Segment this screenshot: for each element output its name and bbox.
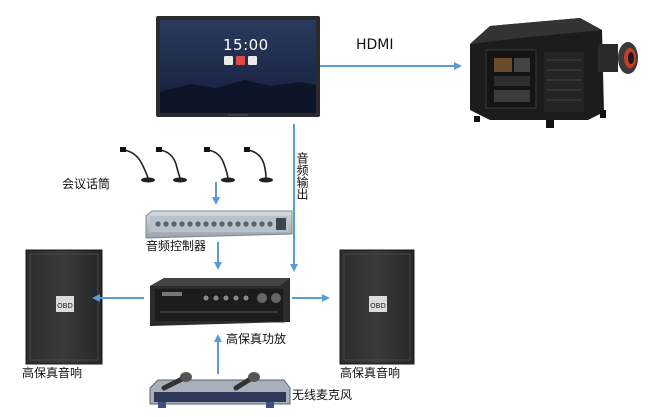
hdmi-label: HDMI	[356, 37, 394, 53]
gooseneck-mic-icon	[120, 147, 273, 183]
svg-text:OBD: OBD	[370, 302, 386, 310]
wireless-mic-label: 无线麦克风	[292, 388, 353, 402]
speaker-icon: OBD	[339, 249, 415, 365]
screen-clock: 15:00	[223, 36, 269, 54]
wireless-mic-icon	[149, 372, 291, 408]
amplifier-icon	[150, 278, 290, 326]
right-speaker-label: 高保真音响	[340, 366, 401, 380]
audio-output-label: 音频输出	[295, 152, 309, 200]
speaker-icon: OBD	[25, 249, 103, 365]
audio-controller-icon	[145, 210, 293, 239]
projector-icon	[470, 18, 638, 128]
conference-mics-label: 会议话筒	[62, 177, 111, 191]
svg-text:OBD: OBD	[57, 302, 73, 310]
display-icon	[156, 16, 320, 117]
audio-controller-label: 音频控制器	[146, 239, 207, 253]
amplifier-label: 高保真功放	[226, 332, 287, 346]
left-speaker-label: 高保真音响	[22, 366, 83, 380]
connector-arrows	[92, 62, 462, 374]
